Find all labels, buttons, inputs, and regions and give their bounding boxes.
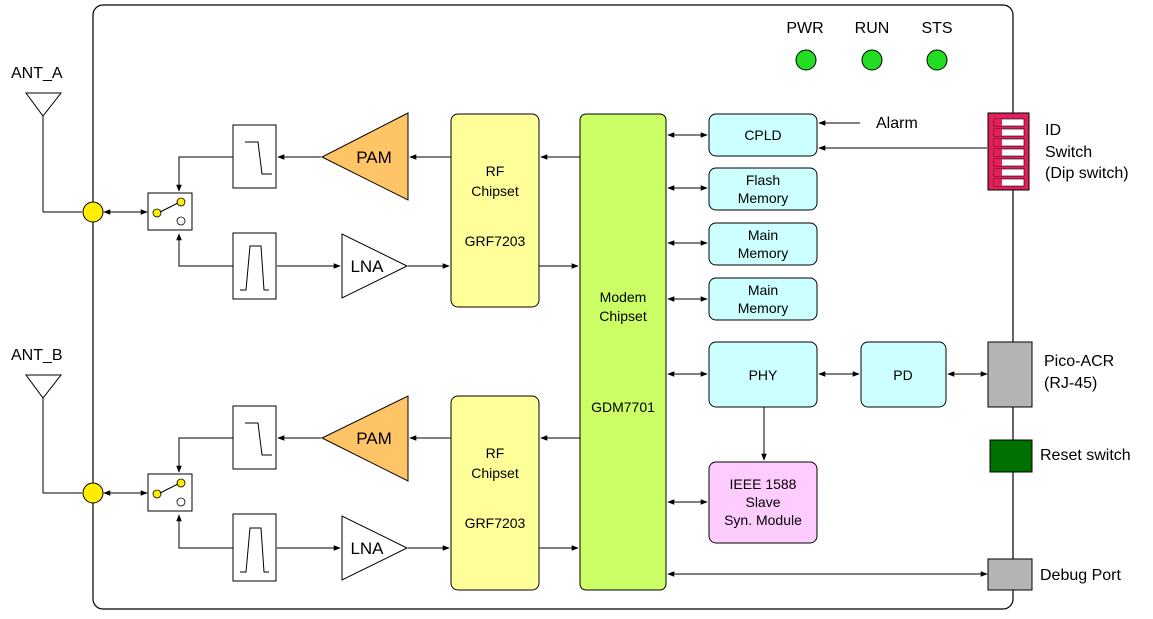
- pd-label: PD: [893, 367, 912, 383]
- bandpass-filter-a: [232, 232, 277, 300]
- lna-b: LNA: [341, 515, 409, 581]
- rf-chipset-a-label-1: RF: [486, 163, 505, 179]
- lna-a: LNA: [341, 233, 409, 299]
- ant-b-label: ANT_B: [11, 347, 63, 364]
- lowpass-filter-a: [232, 124, 277, 189]
- led-sts-label: STS: [921, 20, 952, 37]
- rf-chipset-a: RF Chipset GRF7203: [450, 113, 540, 308]
- modem-chipset-label-2: Chipset: [599, 308, 647, 324]
- lowpass-filter-b: [232, 405, 277, 470]
- antenna-a-icon: [25, 92, 82, 213]
- led-run-light: [861, 49, 883, 71]
- id-switch-label-2: Switch: [1045, 144, 1092, 161]
- rf-chipset-a-label-2: Chipset: [471, 183, 519, 199]
- cpld-block: CPLD: [708, 113, 818, 157]
- modem-chipset: Modem Chipset GDM7701: [579, 113, 667, 591]
- led-pwr: PWR: [786, 20, 824, 71]
- main-memory-block-2: Main Memory: [708, 277, 818, 321]
- pam-a-label: PAM: [356, 148, 392, 167]
- led-pwr-light: [795, 49, 817, 71]
- wire-lpf-a-switch: [176, 156, 233, 192]
- rf-chipset-b-label-1: RF: [486, 445, 505, 461]
- pd-block: PD: [860, 341, 947, 408]
- led-run-label: RUN: [855, 20, 890, 37]
- id-switch-label-1: ID: [1045, 122, 1061, 139]
- main-memory-2-label-2: Memory: [738, 300, 789, 316]
- dip-switch-icon: [987, 112, 1030, 191]
- phy-block: PHY: [708, 341, 818, 408]
- main-memory-2-label-1: Main: [748, 282, 778, 298]
- pico-acr-label-1: Pico-ACR: [1044, 353, 1114, 370]
- node-a: [82, 201, 104, 223]
- rf-chipset-b: RF Chipset GRF7203: [450, 395, 540, 591]
- ieee-label-1: IEEE 1588: [730, 476, 797, 492]
- rf-chipset-b-label-2: Chipset: [471, 465, 519, 481]
- led-pwr-label: PWR: [786, 20, 823, 37]
- rf-switch-b: [147, 473, 193, 512]
- cpld-label: CPLD: [744, 127, 781, 143]
- led-run: RUN: [855, 20, 890, 71]
- rf-chipset-b-part: GRF7203: [465, 515, 526, 531]
- debug-port-label: Debug Port: [1040, 567, 1121, 584]
- node-b: [82, 482, 104, 504]
- lna-b-label: LNA: [350, 539, 384, 558]
- main-memory-block-1: Main Memory: [708, 222, 818, 266]
- rf-switch-a: [147, 192, 193, 231]
- wire-switch-bpf-b: [176, 514, 233, 549]
- pico-acr-label-2: (RJ-45): [1044, 375, 1097, 392]
- reset-switch-icon: [989, 439, 1033, 473]
- ant-a-label: ANT_A: [11, 65, 63, 82]
- rj45-port-icon: [987, 341, 1033, 408]
- flash-memory-label-1: Flash: [746, 172, 780, 188]
- pam-b-label: PAM: [356, 429, 392, 448]
- id-switch-label-3: (Dip switch): [1045, 165, 1129, 182]
- modem-chipset-part: GDM7701: [591, 399, 655, 415]
- main-memory-1-label-2: Memory: [738, 245, 789, 261]
- pam-b: PAM: [320, 395, 409, 482]
- flash-memory-label-2: Memory: [738, 190, 789, 206]
- pam-a: PAM: [320, 112, 409, 201]
- ieee-label-2: Slave: [745, 494, 780, 510]
- antenna-b-icon: [25, 374, 82, 494]
- phy-label: PHY: [749, 367, 778, 383]
- ieee-1588-block: IEEE 1588 Slave Syn. Module: [708, 461, 818, 544]
- enclosure-frame: [92, 4, 1014, 610]
- modem-chipset-label-1: Modem: [600, 289, 647, 305]
- led-sts-light: [926, 49, 948, 71]
- main-memory-1-label-1: Main: [748, 227, 778, 243]
- flash-memory-block: Flash Memory: [708, 167, 818, 211]
- bandpass-filter-b: [232, 513, 277, 582]
- alarm-label: Alarm: [876, 115, 918, 132]
- rf-chipset-a-part: GRF7203: [465, 233, 526, 249]
- wire-lpf-b-switch: [176, 437, 233, 473]
- led-sts: STS: [921, 20, 953, 71]
- wire-switch-bpf-a: [176, 233, 233, 267]
- ieee-label-3: Syn. Module: [724, 512, 802, 528]
- debug-port-icon: [987, 558, 1033, 591]
- lna-a-label: LNA: [350, 257, 384, 276]
- reset-switch-label: Reset switch: [1040, 447, 1131, 464]
